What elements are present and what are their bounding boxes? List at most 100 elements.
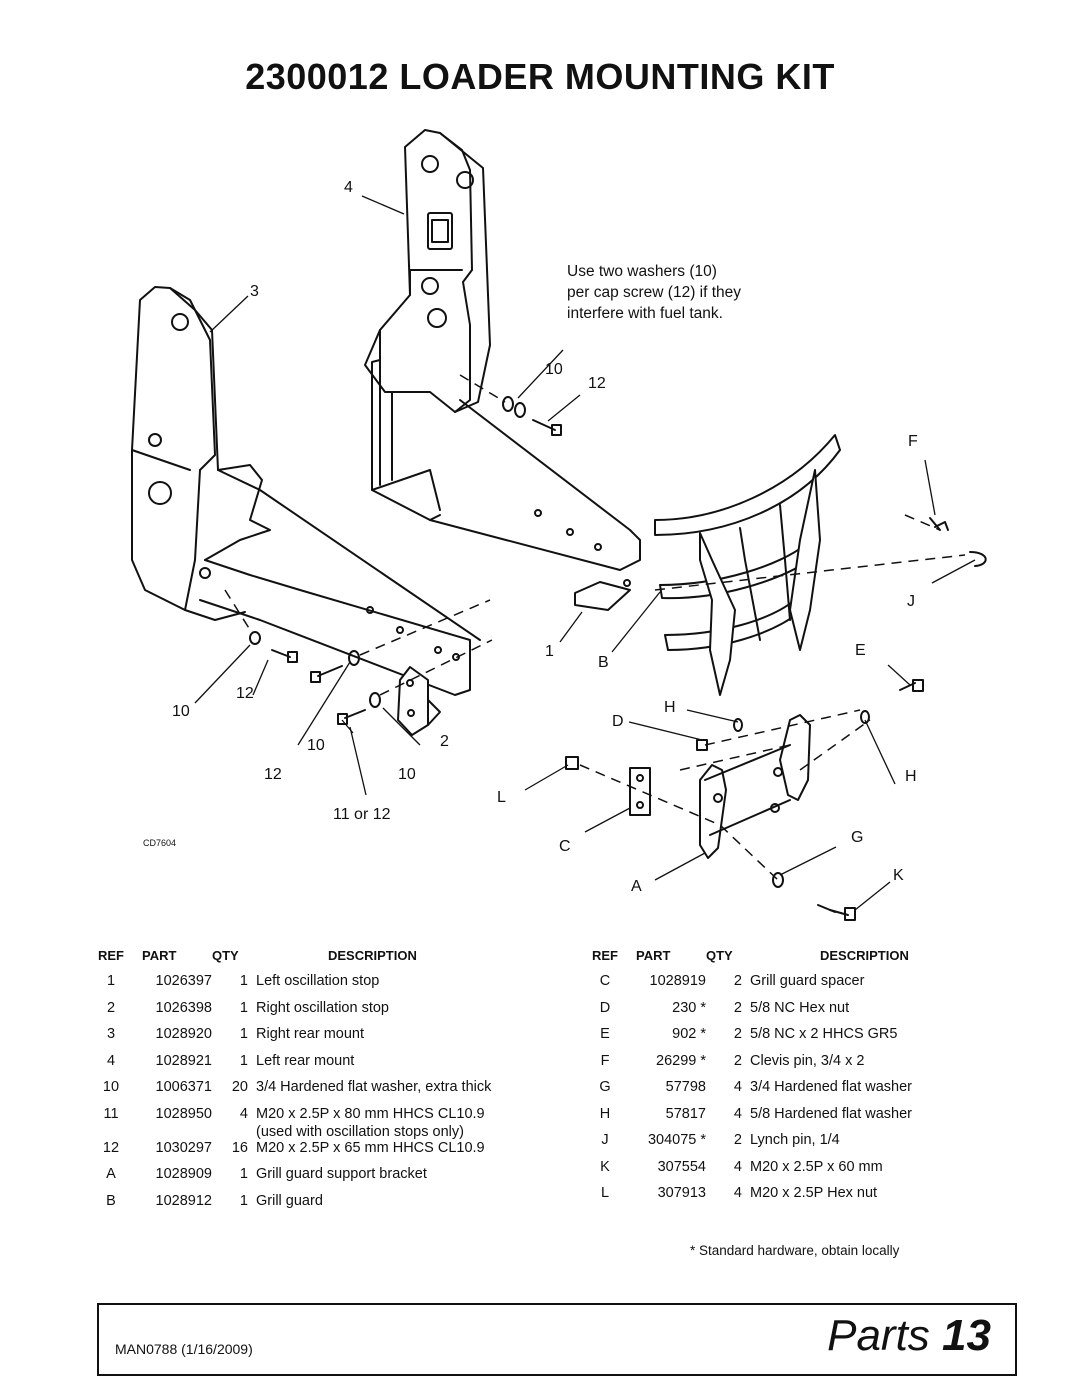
part-cell: 1028920 (155, 1026, 212, 1042)
qty-cell: 1 (239, 1026, 248, 1042)
qty-cell: 2 (733, 973, 742, 989)
ref-cell: 2 (106, 999, 116, 1016)
ref-cell: 4 (106, 1052, 116, 1069)
callout-4: 4 (344, 179, 353, 196)
ref-cell: D (599, 999, 611, 1016)
callout-10-lower: 10 (398, 766, 416, 783)
header-qty: QTY (706, 948, 733, 963)
callout-2: 2 (440, 733, 449, 750)
callout-10: 10 (545, 361, 563, 378)
callout-H-upper: H (664, 699, 676, 716)
header-qty: QTY (212, 948, 239, 963)
ref-cell: K (600, 1158, 610, 1175)
qty-cell: 4 (733, 1079, 742, 1095)
description-cell: Grill guard support bracket (256, 1166, 427, 1182)
table-row: K 307554 4 M20 x 2.5P x 60 mm (584, 1159, 912, 1186)
qty-cell: 4 (733, 1185, 742, 1201)
callout-12: 12 (588, 375, 606, 392)
callout-L: L (497, 789, 506, 806)
part-cell: 307913 (657, 1185, 706, 1201)
description-cell: M20 x 2.5P x 60 mm (750, 1158, 883, 1175)
part-cell: 1030297 (155, 1139, 212, 1156)
description-cell: 5/8 NC x 2 HHCS GR5 (750, 1026, 898, 1042)
right-rear-mount-drawing (131, 286, 481, 736)
description-line-1: M20 x 2.5P x 80 mm HHCS CL10.9 (256, 1105, 485, 1122)
qty-cell: 1 (239, 1166, 248, 1182)
part-cell: 304075 * (647, 1132, 706, 1148)
callout-G: G (851, 829, 863, 846)
parts-table-left: REF PART QTY DESCRIPTION 1 1026397 1 Left o… (90, 948, 491, 1219)
part-cell: 1028909 (155, 1166, 212, 1182)
part-cell: 1026398 (155, 999, 212, 1016)
left-rear-mount-drawing (364, 129, 641, 611)
ref-cell: 10 (102, 1079, 120, 1095)
qty-cell: 4 (239, 1105, 248, 1122)
header-description: DESCRIPTION (820, 948, 909, 963)
description-cell: Left rear mount (256, 1052, 355, 1069)
part-cell: 26299 * (656, 1052, 706, 1069)
section-heading: Parts 13 (827, 1311, 991, 1361)
part-cell: 57817 (665, 1105, 706, 1122)
part-cell: 1006371 (155, 1079, 212, 1095)
figure-id: CD7604 (143, 838, 176, 848)
grill-guard-bracket-drawing (629, 714, 811, 859)
ref-cell: B (106, 1192, 116, 1209)
description-cell: Left oscillation stop (256, 973, 380, 989)
callout-10-left: 10 (172, 703, 190, 720)
qty-cell: 2 (733, 999, 742, 1016)
grill-guard-drawing (654, 434, 841, 696)
callout-K: K (893, 867, 904, 884)
part-cell: 1026397 (155, 973, 212, 989)
ref-cell: 12 (102, 1139, 120, 1156)
part-cell: 230 * (672, 999, 706, 1016)
hardware-drawing (249, 396, 987, 921)
standard-hardware-footnote: * Standard hardware, obtain locally (690, 1243, 900, 1258)
header-part: PART (636, 948, 671, 963)
note-line-1: Use two washers (10) (567, 263, 717, 280)
ref-cell: 1 (106, 973, 116, 989)
ref-cell: G (599, 1079, 611, 1095)
qty-cell: 2 (733, 1132, 742, 1148)
description-cell: 3/4 Hardened flat washer, extra thick (256, 1079, 492, 1095)
table-row: A 1028909 1 Grill guard support bracket (90, 1166, 491, 1193)
description-cell: M20 x 2.5P x 80 mm HHCS CL10.9(used with… (248, 1106, 491, 1140)
qty-cell: 16 (231, 1139, 248, 1156)
ref-cell: L (600, 1185, 610, 1201)
description-cell: Grill guard (256, 1192, 323, 1209)
assembly-lines (224, 374, 966, 881)
callout-A: A (631, 878, 642, 895)
table-header-row: REF PART QTY DESCRIPTION (584, 948, 912, 973)
callout-B: B (598, 654, 609, 671)
part-cell: 1028950 (155, 1105, 212, 1122)
note-line-3: interfere with fuel tank. (567, 305, 723, 322)
description-cell: M20 x 2.5P x 65 mm HHCS CL10.9 (256, 1139, 485, 1156)
qty-cell: 1 (239, 1052, 248, 1069)
qty-cell: 2 (733, 1026, 742, 1042)
header-ref: REF (592, 948, 618, 963)
description-cell: Lynch pin, 1/4 (750, 1132, 840, 1148)
part-cell: 307554 (657, 1158, 706, 1175)
qty-cell: 4 (733, 1158, 742, 1175)
callout-F: F (908, 433, 918, 450)
callout-H-right: H (905, 768, 917, 785)
part-cell: 902 * (672, 1026, 706, 1042)
exploded-parts-diagram: 4 3 Use two washers (10) per cap screw (… (131, 129, 987, 921)
page-title: 2300012 LOADER MOUNTING KIT (245, 56, 835, 97)
page-number: 13 (942, 1311, 991, 1360)
ref-cell: J (601, 1132, 609, 1148)
callout-12-left: 12 (236, 685, 254, 702)
table-row: 12 1030297 16 M20 x 2.5P x 65 mm HHCS CL10.… (90, 1140, 491, 1167)
callout-E: E (855, 642, 866, 659)
callout-1: 1 (545, 643, 554, 660)
table-header-row: REF PART QTY DESCRIPTION (90, 948, 491, 973)
ref-cell: A (106, 1166, 116, 1182)
